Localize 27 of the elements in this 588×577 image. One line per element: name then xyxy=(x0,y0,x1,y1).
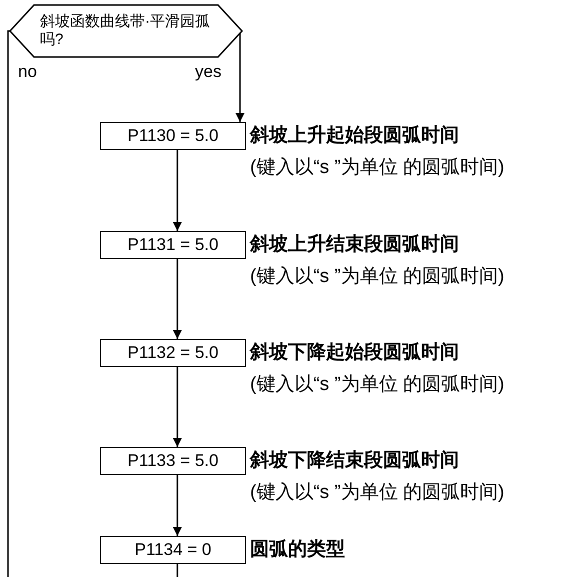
parameter-title: 斜坡下降起始段圆弧时间 xyxy=(250,341,460,365)
parameter-box xyxy=(100,122,246,150)
parameter-title: 斜坡上升起始段圆弧时间 xyxy=(250,124,460,148)
parameter-box xyxy=(100,231,246,259)
decision-hexagon xyxy=(10,5,242,57)
node-text: P1130 = 5.0 xyxy=(128,126,218,146)
arrow xyxy=(172,474,182,536)
parameter-box xyxy=(100,536,246,564)
parameter-note: (键入以“s ”为单位 的圆弧时间) xyxy=(250,373,506,397)
parameter-box xyxy=(100,339,246,367)
parameter-title: 斜坡上升结束段圆弧时间 xyxy=(250,232,460,257)
node-text: P1132 = 5.0 xyxy=(128,343,218,363)
parameter-box xyxy=(100,447,246,475)
parameter-note: (键入以“s ”为单位 的圆弧时间) xyxy=(250,156,506,180)
parameter-title: 圆弧的类型 xyxy=(250,538,346,562)
parameter-note: (键入以“s ”为单位 的圆弧时间) xyxy=(250,481,506,505)
node-text: P1134 = 0 xyxy=(134,540,212,560)
parameter-title: 斜坡下降结束段圆弧时间 xyxy=(250,449,460,473)
arrow xyxy=(172,366,182,447)
connector-line xyxy=(7,30,11,577)
node-text: P1133 = 5.0 xyxy=(128,451,218,471)
arrow xyxy=(172,149,182,231)
connector-line xyxy=(176,564,178,577)
parameter-note: (键入以“s ”为单位 的圆弧时间) xyxy=(250,265,506,289)
node-text: 斜坡函数曲线带·平滑园孤吗? xyxy=(40,13,211,49)
node-text: P1131 = 5.0 xyxy=(128,235,218,255)
arrow xyxy=(172,258,182,339)
